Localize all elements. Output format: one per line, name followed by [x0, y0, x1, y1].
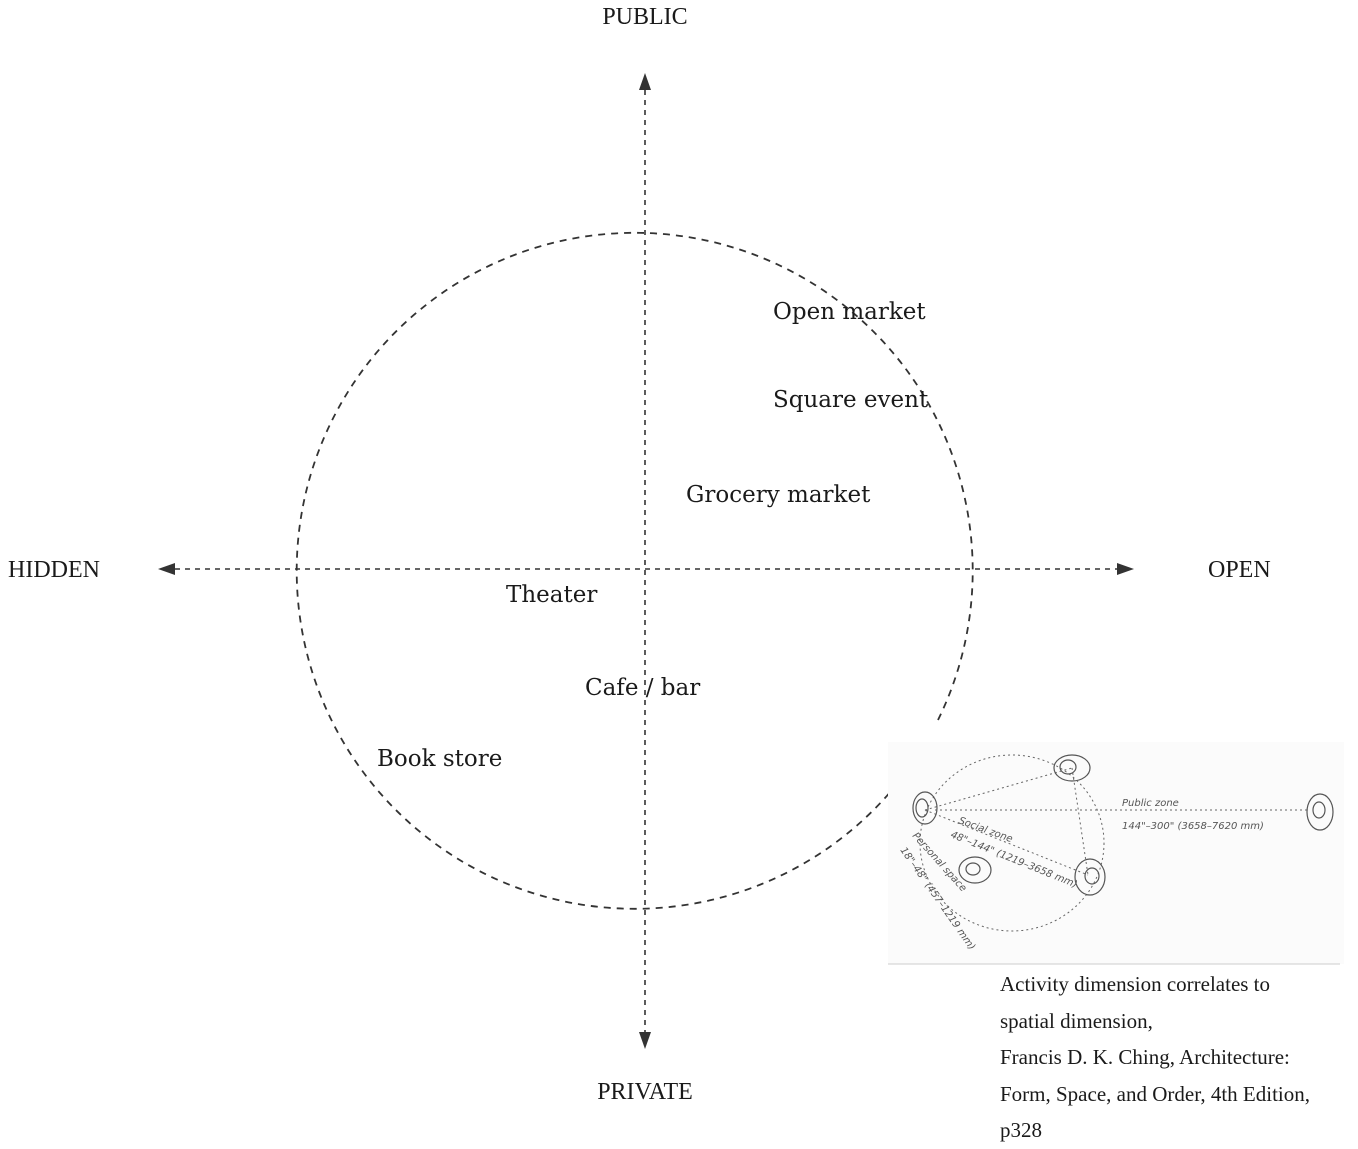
activity-book-store: Book store — [377, 746, 502, 772]
caption-line-5: p328 — [1000, 1118, 1042, 1142]
arrow-left-icon — [158, 563, 175, 575]
activity-cafe-bar: Cafe / bar — [585, 675, 700, 701]
sketch-line-3 — [1071, 767, 1089, 876]
sketch-public-zone-range: 144"–300" (3658–7620 mm) — [1122, 821, 1264, 832]
boundary-circle — [295, 231, 974, 910]
caption-line-2: spatial dimension, — [1000, 1008, 1153, 1033]
sketch-person-personal — [958, 856, 992, 884]
sketch-background — [888, 742, 1344, 964]
activity-theater: Theater — [506, 582, 597, 608]
sketch-person-left — [912, 791, 938, 825]
sketch-person-right — [1074, 858, 1106, 896]
arrow-right-icon — [1117, 563, 1134, 575]
sketch-line-1 — [924, 767, 1073, 811]
axis-label-private: PRIVATE — [597, 1079, 693, 1105]
sketch-person-top — [1053, 754, 1091, 782]
caption-line-4: Form, Space, and Order, 4th Edition, — [1000, 1081, 1311, 1106]
axis-label-public: PUBLIC — [602, 4, 687, 30]
sketch-public-zone-label: Public zone — [1122, 798, 1179, 809]
arrow-down-icon — [639, 1032, 651, 1049]
proxemics-sketch-image: Public zone 144"–300" (3658–7620 mm) Soc… — [888, 742, 1344, 965]
figure-caption: Activity dimension correlates to spatial… — [1000, 966, 1350, 1149]
arrow-up-icon — [639, 73, 651, 90]
caption-line-1: Activity dimension correlates to — [1000, 972, 1271, 996]
activity-open-market: Open market — [773, 299, 926, 325]
axis-label-hidden: HIDDEN — [8, 557, 100, 583]
activity-grocery-market: Grocery market — [686, 482, 871, 508]
caption-line-3: Francis D. K. Ching, Architecture: — [1000, 1045, 1290, 1069]
activity-square-event: Square event — [773, 387, 929, 413]
sketch-line-2 — [924, 809, 1089, 876]
sketch-zone-circle — [919, 754, 1105, 932]
sketch-person-far — [1306, 793, 1334, 831]
axis-label-open: OPEN — [1208, 557, 1271, 583]
